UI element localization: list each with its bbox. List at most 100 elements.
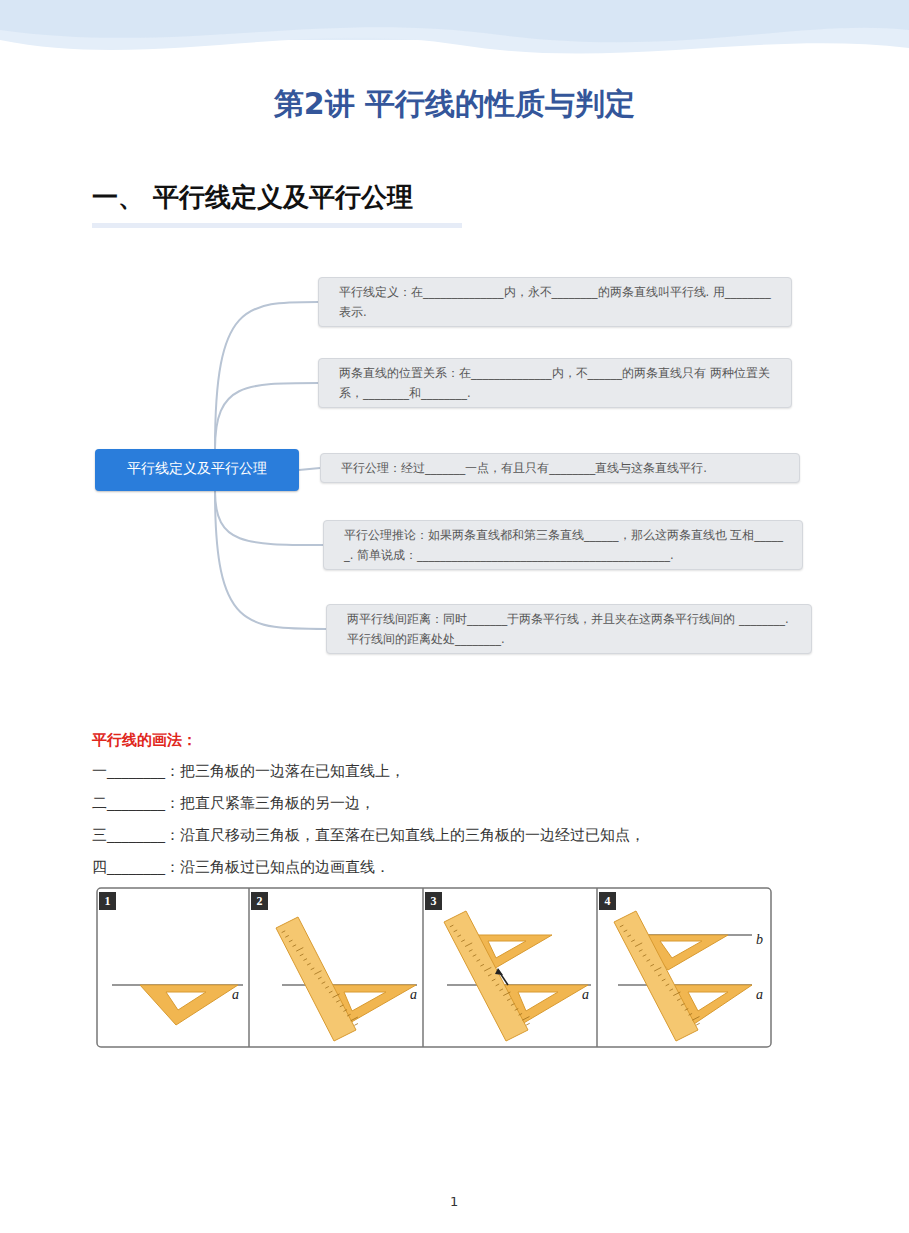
branch-text: 两平行线间距离：同时_______于两条平行线，并且夹在这两条平行线间的 ___… (347, 609, 799, 649)
ruler-tick (681, 1004, 685, 1006)
page-number: 1 (450, 1194, 458, 1209)
ruler-tick (635, 943, 642, 947)
ruler-tick (650, 964, 654, 966)
ruler-tick (477, 959, 481, 961)
step-line: 二________：把直尺紧靠三角板的另一边， (92, 794, 375, 813)
ruler-tick (480, 964, 484, 966)
ruler-tick (515, 1009, 519, 1011)
ruler-tick (307, 963, 311, 965)
ruler-tick (473, 955, 477, 957)
ruler-tick (685, 1009, 689, 1011)
ruler-tick (669, 989, 673, 991)
ruler-tick (692, 1017, 699, 1021)
ruler-tick (289, 940, 293, 942)
ruler-tick (658, 974, 662, 976)
branch-text: 平行公理：经过_______一点，有且只有________直线与这条直线平行. (341, 458, 787, 478)
line-label: a (410, 987, 417, 1003)
ruler-tick (469, 950, 473, 952)
ruler-tick (300, 954, 304, 956)
ruler-tick (488, 974, 492, 976)
line-label: a (232, 987, 239, 1003)
mindmap-branch (215, 491, 326, 629)
ruler-tick (282, 931, 286, 933)
ruler-tick (296, 948, 303, 952)
ruler-tick (631, 940, 635, 942)
ruler-tick (666, 984, 670, 986)
line-label: b (756, 932, 763, 948)
ruler-tick (457, 935, 461, 937)
ruler-tick (654, 967, 661, 971)
method-heading: 平行线的画法： (92, 731, 197, 750)
root-topic-box: 平行线定义及平行公理 (95, 449, 299, 491)
ruler-tick (285, 935, 289, 937)
ruler-tick (354, 1024, 358, 1026)
ruler-tick (624, 930, 628, 932)
ruler-tick (643, 955, 647, 957)
ruler-tick (293, 945, 297, 947)
branch-text: 平行线定义：在______________内，永不________的两条直线叫平… (339, 282, 779, 322)
ruler-tick (507, 999, 511, 1001)
ruler-tick (343, 1010, 347, 1012)
ruler-tick (677, 999, 681, 1001)
ruler-tick (347, 1014, 351, 1016)
ruler-tick (311, 968, 315, 970)
ruler-tick (314, 971, 321, 975)
ruler-tick (454, 930, 458, 932)
ruler-tick (696, 1023, 700, 1025)
ruler-tick (647, 959, 651, 961)
ruler-tick (484, 967, 491, 971)
ruler-ticks (282, 925, 700, 1025)
ruler-tick (639, 950, 643, 952)
ruler-tick (689, 1013, 693, 1015)
ruler-tick (499, 989, 503, 991)
ruler-tick (303, 959, 307, 961)
ruler-tick (351, 1017, 358, 1021)
ruler-tick (492, 979, 496, 981)
ruler-tick (511, 1004, 515, 1006)
illustration-group (97, 888, 771, 1047)
ruler-tick (526, 1023, 530, 1025)
ruler-tick (673, 992, 680, 996)
branch-box: 平行线定义：在______________内，永不________的两条直线叫平… (318, 277, 792, 327)
section-heading: 一、 平行线定义及平行公理 (92, 180, 413, 215)
ruler-tick (503, 992, 510, 996)
ruler-tick (620, 925, 624, 927)
mindmap-branch (215, 491, 323, 545)
line-label: a (582, 987, 589, 1003)
panel-number: 1 (99, 892, 116, 910)
mindmap-branch (215, 383, 318, 449)
panel-number: 2 (251, 892, 268, 910)
ruler-tick (325, 986, 329, 988)
mindmap-branch (215, 302, 318, 449)
line-label: a (756, 987, 763, 1003)
ruler-tick (465, 943, 472, 947)
ruler-tick (519, 1013, 523, 1015)
ruler-tick (318, 977, 322, 979)
ruler-tick (461, 940, 465, 942)
ruler-tick (329, 991, 333, 993)
ruler-tick (333, 994, 340, 998)
step-line: 四________：沿三角板过已知点的边画直线． (92, 858, 390, 877)
panel-number: 4 (599, 892, 616, 910)
branch-text: 平行公理推论：如果两条直线都和第三条直线______，那么这两条直线也 互相__… (344, 525, 790, 565)
ruler-tick (336, 1000, 340, 1002)
root-text: 平行线定义及平行公理 (101, 460, 293, 478)
ruler-tick (322, 982, 326, 984)
branch-box: 平行公理：经过_______一点，有且只有________直线与这条直线平行. (320, 453, 800, 483)
panel-number: 3 (425, 892, 442, 910)
branch-text: 两条直线的位置关系：在______________内，不______的两条直线只… (339, 363, 779, 403)
ruler-tick (496, 984, 500, 986)
branch-box: 平行公理推论：如果两条直线都和第三条直线______，那么这两条直线也 互相__… (323, 520, 803, 570)
ruler-tick (450, 925, 454, 927)
page-title: 第2讲 平行线的性质与判定 (0, 84, 909, 125)
ruler-tick (522, 1017, 529, 1021)
branch-box: 两平行线间距离：同时_______于两条平行线，并且夹在这两条平行线间的 ___… (326, 604, 812, 654)
ruler-tick (662, 979, 666, 981)
mindmap-branch (299, 468, 320, 470)
ruler-tick (340, 1005, 344, 1007)
step-line: 三________：沿直尺移动三角板，直至落在已知直线上的三角板的一边经过已知点… (92, 826, 645, 845)
ruler-tick (627, 935, 631, 937)
step-line: 一________：把三角板的一边落在已知直线上， (92, 762, 405, 781)
wave-banner (0, 0, 909, 70)
heading-bar (92, 223, 462, 228)
